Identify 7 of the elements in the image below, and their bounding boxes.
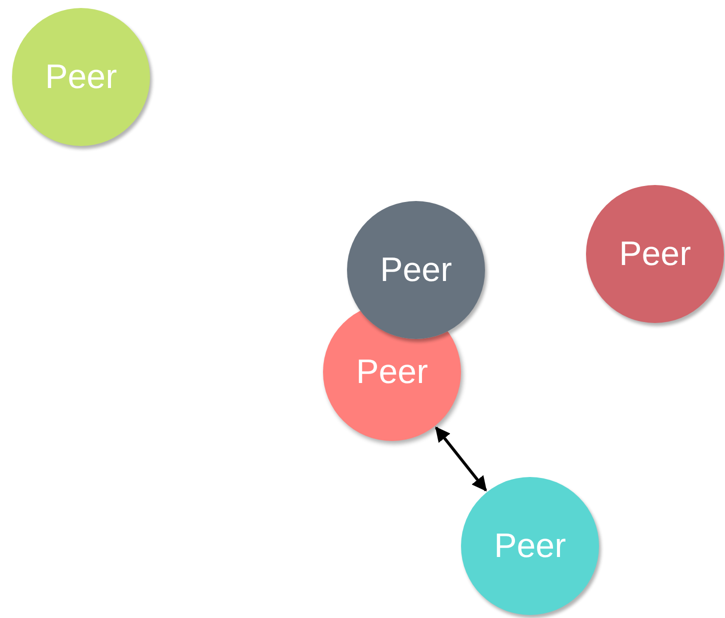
- node-label: Peer: [619, 237, 691, 271]
- node-label: Peer: [494, 529, 566, 563]
- node-label: Peer: [356, 355, 428, 389]
- node-label: Peer: [380, 253, 452, 287]
- peer-circle: [323, 311, 461, 441]
- double-arrow: [434, 426, 488, 492]
- node-label: Peer: [45, 60, 117, 94]
